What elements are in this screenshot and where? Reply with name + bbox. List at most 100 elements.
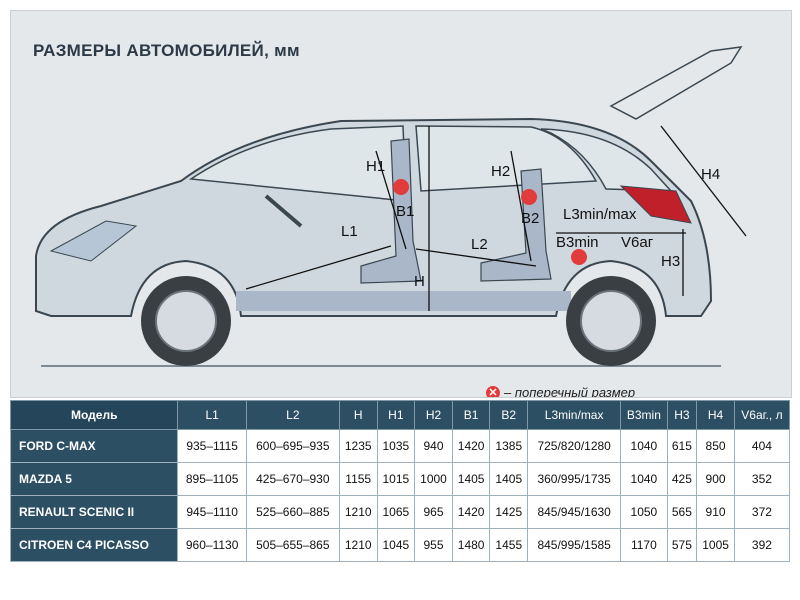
table-cell: 360/995/1735 [527, 462, 622, 496]
table-cell: 945–1110 [177, 495, 247, 529]
table-cell: 940 [414, 429, 453, 463]
table-cell: 1040 [620, 462, 668, 496]
table-cell: 525–660–885 [245, 495, 340, 529]
cross-markers [393, 179, 587, 265]
front-wheel-rim [155, 290, 217, 352]
car-diagram: H1 H2 L1 L2 H B1 B2 L3min/max B3min V6аг… [35, 46, 747, 367]
table-cell: 910 [696, 495, 735, 529]
table-cell: 1420 [451, 429, 491, 463]
steering-column [264, 194, 303, 228]
table-cell: 960–1130 [177, 528, 247, 562]
table-cell: 845/945/1630 [527, 495, 622, 529]
table-cell: 1480 [451, 528, 491, 562]
front-window [188, 125, 407, 202]
table-cell: 1455 [489, 528, 529, 562]
cross-mark-icon [571, 249, 587, 265]
cross-mark-icon [521, 189, 537, 205]
table-cell: 845/995/1585 [527, 528, 622, 562]
column-header: L3min/max [527, 400, 622, 430]
table-cell: 600–695–935 [245, 429, 340, 463]
column-header-model: Модель [9, 400, 179, 430]
label-H: H [414, 273, 425, 290]
table-cell: 575 [666, 528, 698, 562]
table-cell: 895–1105 [177, 462, 247, 496]
dim-line-H1 [375, 150, 407, 250]
label-H4: H4 [701, 166, 720, 183]
table-cell: 1420 [451, 495, 491, 529]
dim-line-L2 [415, 248, 537, 267]
column-header: V6аг., л [733, 400, 791, 430]
table-cell: 1425 [489, 495, 529, 529]
table-cell: 615 [666, 429, 698, 463]
column-header: H4 [696, 400, 735, 430]
floor-area [236, 291, 571, 311]
label-H1: H1 [366, 158, 385, 175]
model-name-cell: FORD C-MAX [9, 429, 179, 463]
diagram-panel: РАЗМЕРЫ АВТОМОБИЛЕЙ, мм [10, 10, 792, 398]
table-cell: 392 [733, 528, 791, 562]
label-V: V6аг [621, 234, 654, 251]
table-cell: 1210 [338, 528, 378, 562]
table-cell: 505–655–865 [245, 528, 340, 562]
label-H2: H2 [491, 163, 510, 180]
table-cell: 1065 [376, 495, 416, 529]
table-cell: 1040 [620, 429, 668, 463]
tail-light [619, 185, 692, 224]
table-cell: 900 [696, 462, 735, 496]
table-cell: 1035 [376, 429, 416, 463]
table-cell: 1045 [376, 528, 416, 562]
page-title: РАЗМЕРЫ АВТОМОБИЛЕЙ, мм [33, 41, 300, 60]
table-cell: 850 [696, 429, 735, 463]
column-header: H2 [414, 400, 453, 430]
table-cell: 1170 [620, 528, 668, 562]
column-header: L1 [177, 400, 247, 430]
label-H3: H3 [661, 253, 680, 270]
column-header: B1 [451, 400, 491, 430]
table-cell: 565 [666, 495, 698, 529]
table-cell: 404 [733, 429, 791, 463]
column-header: H [338, 400, 378, 430]
dim-line-L1 [245, 245, 392, 290]
table-cell: 1210 [338, 495, 378, 529]
table-cell: 372 [733, 495, 791, 529]
dim-line-H2 [510, 150, 532, 262]
table-cell: 352 [733, 462, 791, 496]
label-B2: B2 [521, 210, 539, 227]
label-B1: B1 [396, 203, 414, 220]
column-header: H1 [376, 400, 416, 430]
label-L1: L1 [341, 223, 358, 240]
table-cell: 1155 [338, 462, 378, 496]
table-cell: 425–670–930 [245, 462, 340, 496]
legend: ✕ – поперечный размер [486, 385, 635, 397]
label-L2: L2 [471, 236, 488, 253]
column-header: B3min [620, 400, 668, 430]
rear-quarter-window [540, 128, 673, 192]
table-cell: 1385 [489, 429, 529, 463]
table-cell: 1405 [451, 462, 491, 496]
table-cell: 1235 [338, 429, 378, 463]
model-name-cell: RENAULT SCENIC II [9, 495, 179, 529]
table-cell: 1015 [376, 462, 416, 496]
table-cell: 725/820/1280 [527, 429, 622, 463]
label-B3: B3min [556, 234, 599, 251]
headlight [49, 220, 138, 262]
table-cell: 1005 [696, 528, 735, 562]
tailgate-open [609, 46, 743, 120]
label-L3: L3min/max [563, 206, 637, 223]
model-name-cell: MAZDA 5 [9, 462, 179, 496]
model-name-cell: CITROEN C4 PICASSO [9, 528, 179, 562]
table-cell: 425 [666, 462, 698, 496]
table-cell: 1000 [414, 462, 453, 496]
table-cell: 955 [414, 528, 453, 562]
table-cell: 1050 [620, 495, 668, 529]
column-header: H3 [666, 400, 698, 430]
column-header: L2 [245, 400, 340, 430]
rear-window [415, 125, 598, 192]
table-cell: 935–1115 [177, 429, 247, 463]
cross-mark-icon: ✕ [486, 385, 500, 397]
